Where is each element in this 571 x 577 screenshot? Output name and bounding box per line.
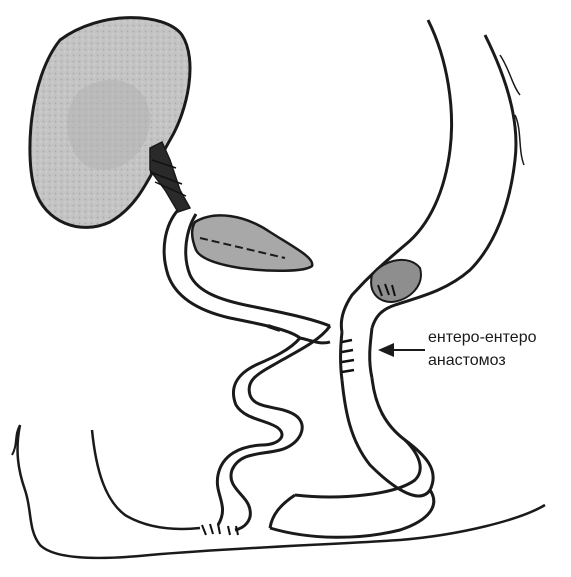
annotation-label-line1: ентеро-ентеро <box>428 329 536 347</box>
annotation-arrow <box>378 343 425 357</box>
jejunal-loop <box>270 378 434 537</box>
pancreas <box>192 215 312 270</box>
small-bowel-loops <box>202 326 330 535</box>
gallbladder <box>30 18 190 228</box>
entero-entero-anastomosis <box>300 328 372 380</box>
annotation-label-line2: анастомоз <box>428 352 506 370</box>
cystic-duct <box>150 142 190 212</box>
outer-contours <box>12 425 545 558</box>
stomach <box>341 20 524 332</box>
gastric-anastomosis-patch <box>371 260 421 302</box>
